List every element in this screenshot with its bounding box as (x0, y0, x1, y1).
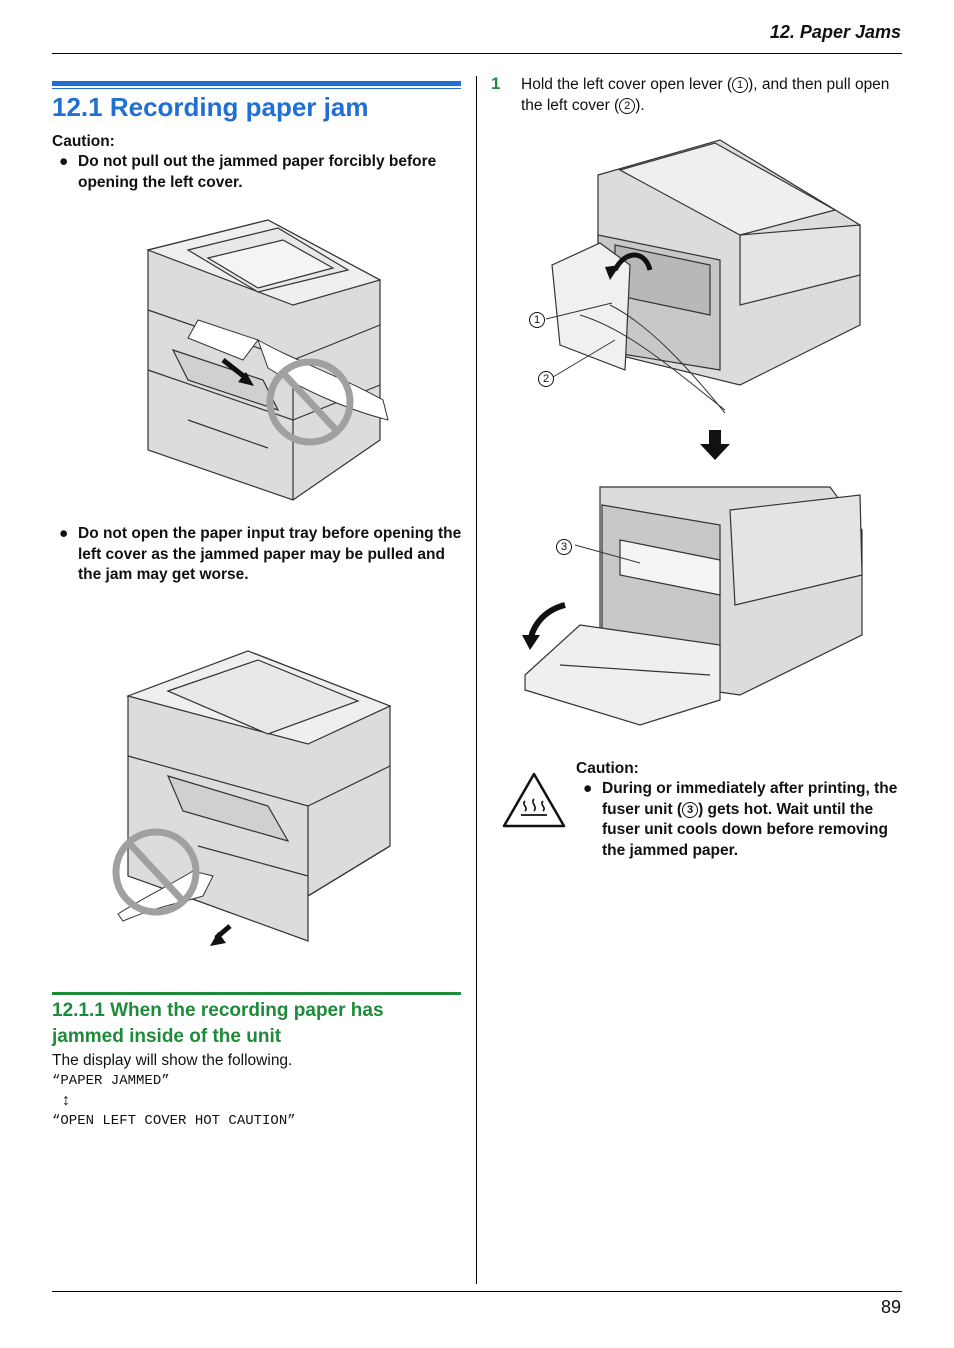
callout-2: 2 (538, 371, 554, 387)
title-bar-thin (52, 88, 461, 89)
figure-callout-2: 2 (538, 370, 554, 388)
caution-text-part: During or immediately after printing, th… (602, 780, 898, 818)
subsection-title: 12.1.1 When the recording paper has jamm… (52, 1000, 384, 1047)
figure-fuser-unit (522, 486, 863, 726)
chapter-title: 12. Paper Jams (769, 22, 901, 42)
down-arrow-icon (700, 430, 730, 460)
page-number: 89 (880, 1297, 901, 1317)
step-text-part: ), and then pull open the left cover ( (521, 76, 890, 114)
callout-3-inline: 3 (682, 801, 699, 818)
caution-label: Caution: (52, 133, 115, 150)
callout-1: 1 (529, 312, 545, 328)
header-rule (52, 53, 902, 54)
figure-open-left-cover (545, 139, 861, 414)
step-text-part: Hold the left cover open lever ( (521, 76, 733, 93)
bullet-icon: ● (59, 153, 69, 170)
section-title: 12.1 Recording paper jam (52, 92, 369, 122)
display-message-1: “PAPER JAMMED” (52, 1073, 170, 1089)
title-bar (52, 81, 461, 86)
callout-3: 3 (556, 539, 572, 555)
caution-bullet-text: Do not open the paper input tray before … (78, 525, 462, 583)
toggle-arrow-icon: ↕ (62, 1092, 70, 1109)
column-divider (476, 76, 477, 1284)
hot-caution-label: Caution: (576, 760, 639, 777)
subsection-bar (52, 992, 461, 995)
figure-callout-3: 3 (556, 538, 572, 556)
hot-surface-warning-icon (502, 772, 566, 828)
caution-bullet-2: ● Do not open the paper input tray befor… (52, 524, 462, 586)
bullet-icon: ● (583, 780, 593, 797)
caution-bullet-text: Do not pull out the jammed paper forcibl… (78, 153, 437, 191)
bullet-icon: ● (59, 525, 69, 542)
step-1-text: Hold the left cover open lever (1), and … (521, 75, 891, 116)
figure-no-open-tray (112, 650, 392, 946)
display-intro: The display will show the following. (52, 1052, 293, 1069)
callout-1-inline: 1 (732, 77, 749, 93)
hot-caution-bullet: ● During or immediately after printing, … (576, 779, 906, 861)
figure-no-pull-paper (145, 219, 389, 501)
figure-callout-1: 1 (529, 311, 545, 329)
caution-text-part: ) gets hot. Wait until the fuser unit co… (602, 800, 888, 859)
footer-rule (52, 1291, 902, 1292)
display-message-2: “OPEN LEFT COVER HOT CAUTION” (52, 1113, 296, 1129)
step-number: 1 (491, 74, 501, 93)
callout-2-inline: 2 (619, 97, 636, 114)
hot-caution-text: During or immediately after printing, th… (602, 779, 906, 861)
step-text-part: ). (635, 96, 645, 114)
caution-bullet-1: ● Do not pull out the jammed paper forci… (52, 152, 462, 193)
